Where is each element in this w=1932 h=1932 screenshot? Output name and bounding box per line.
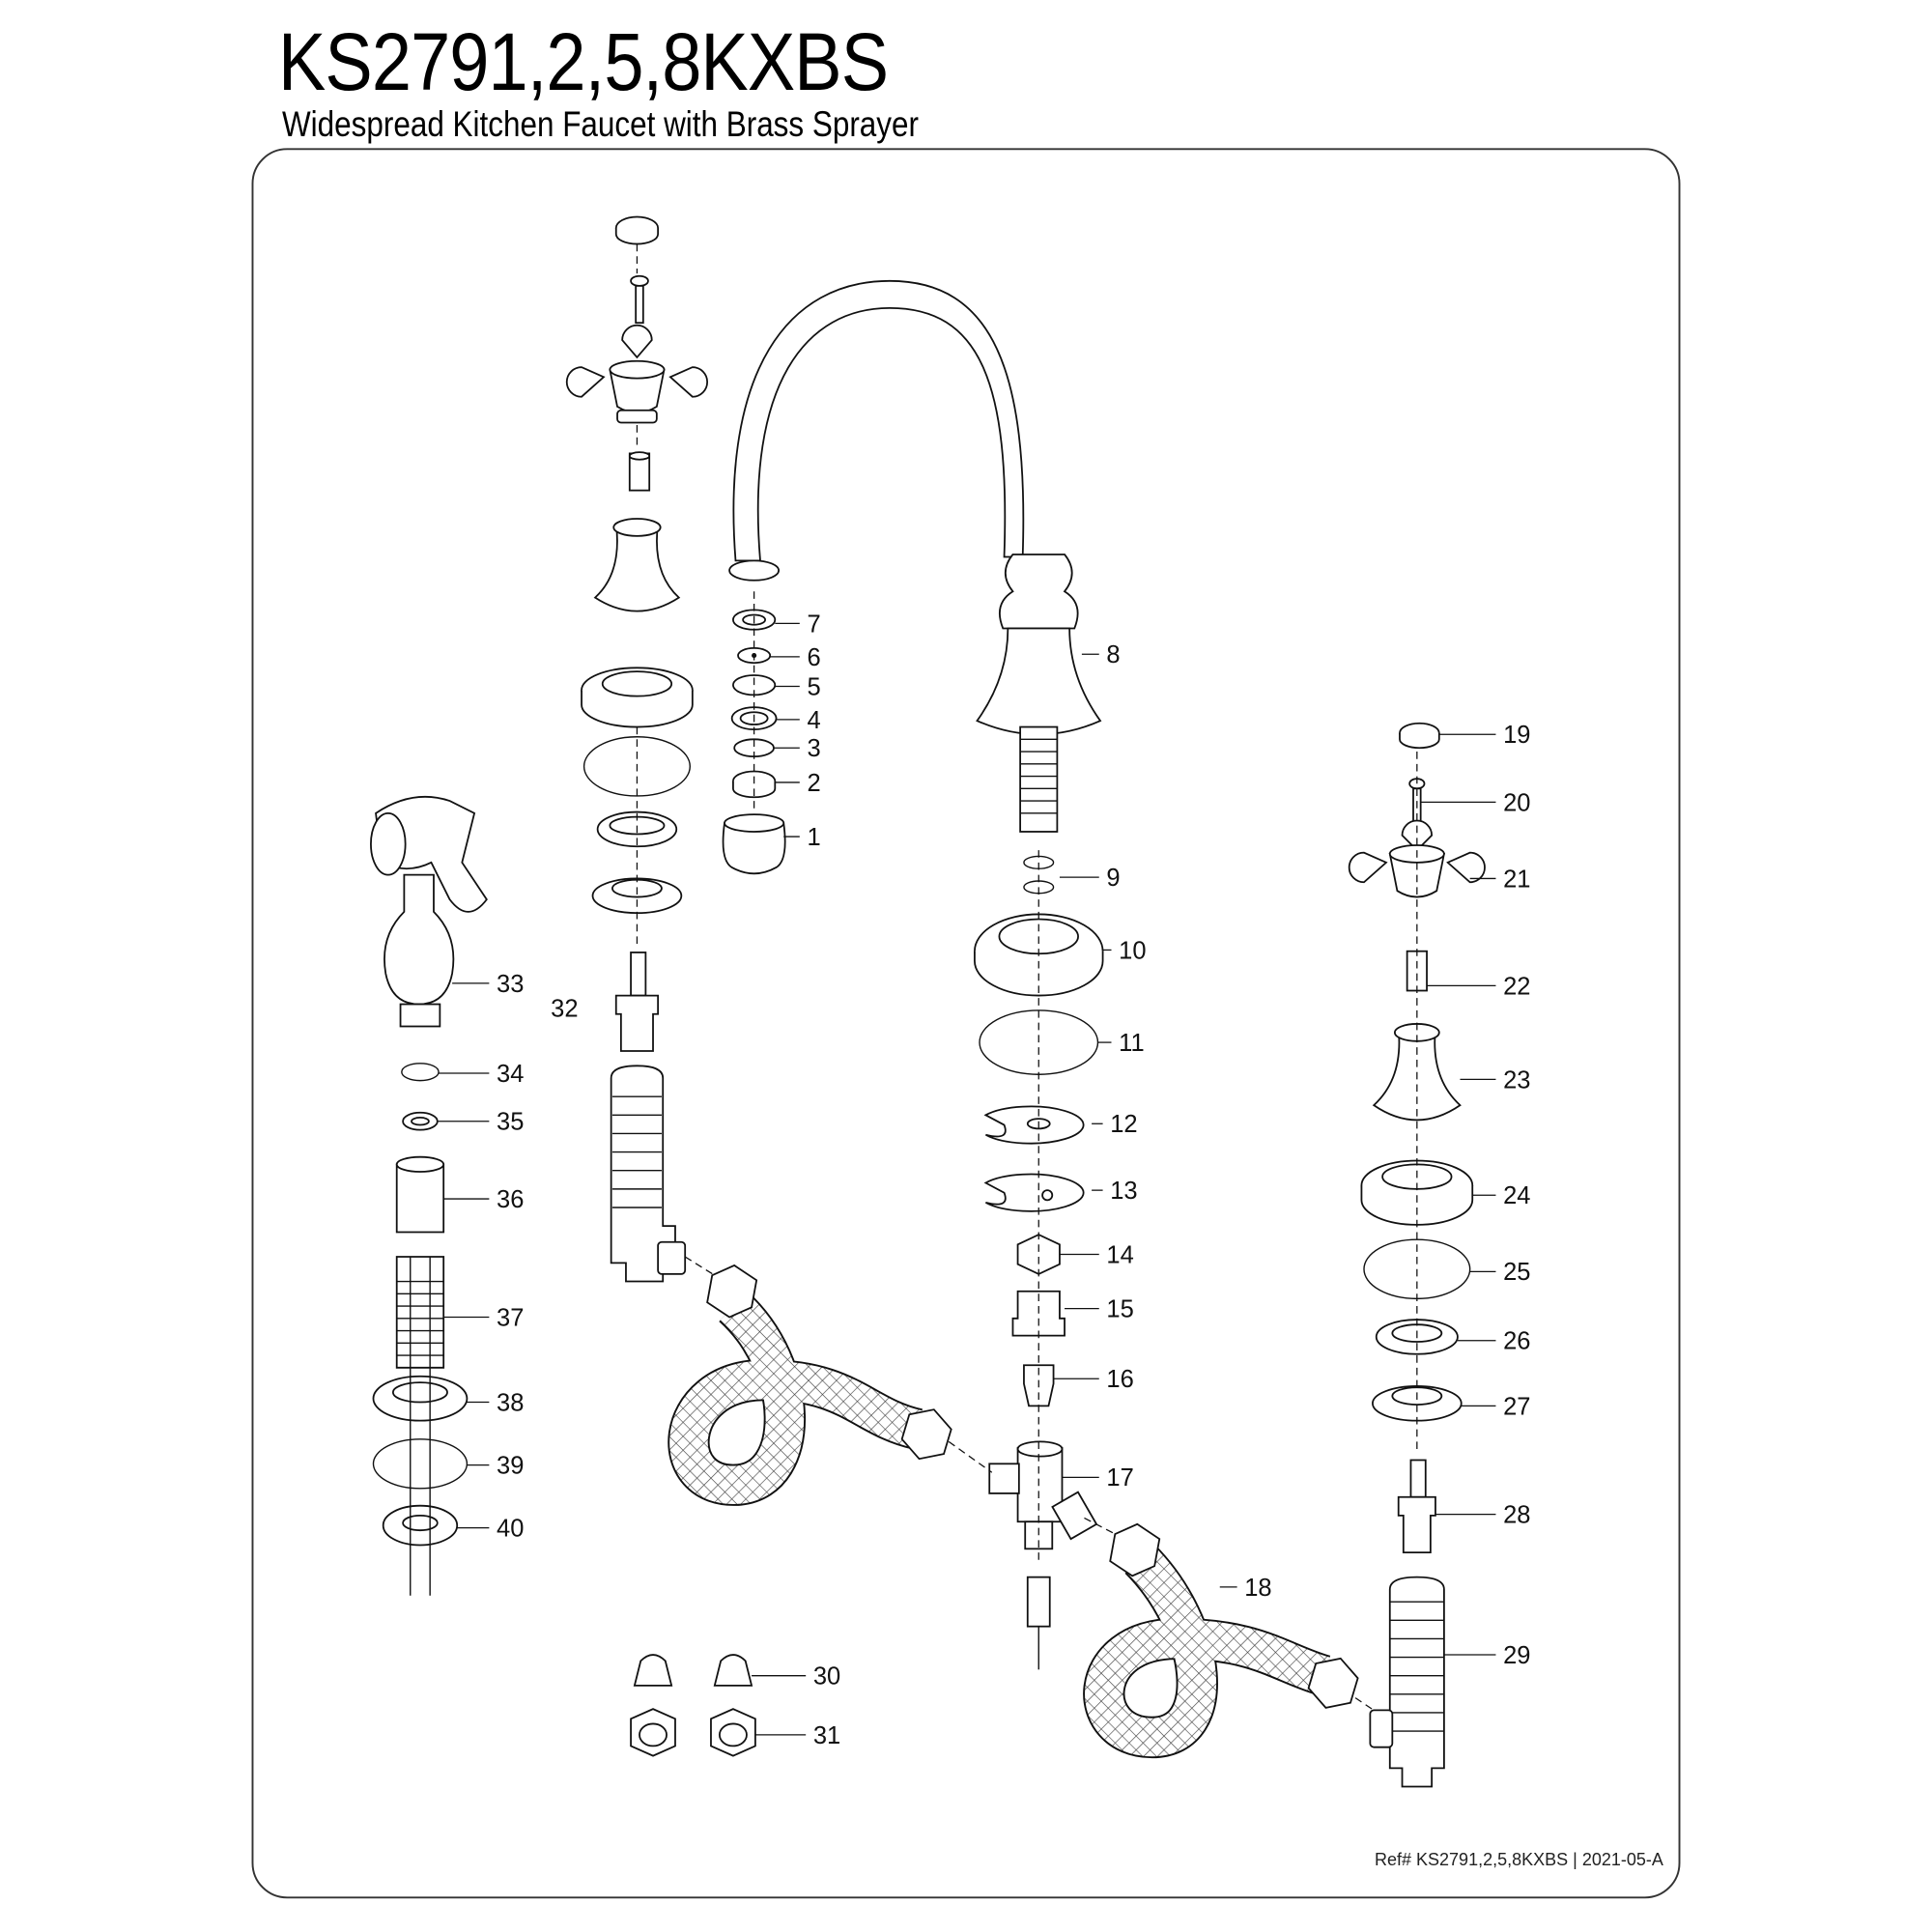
spout xyxy=(728,279,1025,582)
part-label-25: 25 xyxy=(1503,1259,1530,1286)
part-label-37: 37 xyxy=(497,1304,524,1331)
part-number-labels: 1234567891011121314151617181920212223242… xyxy=(437,611,1530,1749)
part-label-20: 20 xyxy=(1503,789,1530,816)
part-label-1: 1 xyxy=(807,824,820,851)
part-label-17: 17 xyxy=(1106,1464,1133,1492)
compression-fittings xyxy=(630,1654,756,1757)
center-body-assembly xyxy=(974,554,1104,1670)
left-handle-assembly xyxy=(565,215,708,1283)
part-label-15: 15 xyxy=(1106,1296,1133,1323)
part-label-38: 38 xyxy=(497,1389,524,1416)
braided-hoses xyxy=(668,1256,1378,1759)
page-title: KS2791,2,5,8KXBS xyxy=(278,16,889,107)
part-label-28: 28 xyxy=(1503,1502,1530,1529)
part-label-26: 26 xyxy=(1503,1328,1530,1355)
part-label-11: 11 xyxy=(1119,1030,1144,1057)
part-label-24: 24 xyxy=(1503,1182,1530,1209)
part-label-19: 19 xyxy=(1503,722,1530,749)
part-label-6: 6 xyxy=(807,644,820,671)
part-label-14: 14 xyxy=(1106,1241,1133,1268)
part-label-34: 34 xyxy=(497,1061,524,1088)
part-label-10: 10 xyxy=(1119,937,1146,964)
part-label-5: 5 xyxy=(807,673,820,700)
part-label-13: 13 xyxy=(1110,1178,1137,1205)
part-label-33: 33 xyxy=(497,971,524,998)
right-handle-assembly xyxy=(1348,722,1486,1788)
part-label-7: 7 xyxy=(807,611,820,638)
part-label-21: 21 xyxy=(1503,866,1530,893)
part-label-23: 23 xyxy=(1503,1066,1530,1094)
part-label-22: 22 xyxy=(1503,973,1530,1000)
part-label-36: 36 xyxy=(497,1186,524,1213)
part-label-3: 3 xyxy=(807,735,820,762)
part-label-2: 2 xyxy=(807,770,820,797)
part-label-4: 4 xyxy=(807,707,820,734)
part-label-27: 27 xyxy=(1503,1393,1530,1420)
side-sprayer-assembly xyxy=(370,795,488,1596)
part-label-16: 16 xyxy=(1106,1366,1133,1393)
part-label-39: 39 xyxy=(497,1453,524,1480)
part-label-31: 31 xyxy=(813,1722,840,1749)
aerator-parts xyxy=(722,591,786,875)
diagram-frame xyxy=(251,148,1681,1899)
part-label-35: 35 xyxy=(497,1109,524,1136)
reference-footer: Ref# KS2791,2,5,8KXBS | 2021-05-A xyxy=(1375,1850,1663,1869)
part-label-12: 12 xyxy=(1110,1111,1137,1138)
part-label-40: 40 xyxy=(497,1516,524,1543)
part-label-32: 32 xyxy=(551,995,578,1022)
part-label-30: 30 xyxy=(813,1663,840,1690)
part-label-29: 29 xyxy=(1503,1642,1530,1669)
part-label-9: 9 xyxy=(1106,865,1120,892)
part-label-8: 8 xyxy=(1106,641,1120,668)
part-label-18: 18 xyxy=(1244,1575,1271,1602)
page-subtitle: Widespread Kitchen Faucet with Brass Spr… xyxy=(282,104,920,144)
